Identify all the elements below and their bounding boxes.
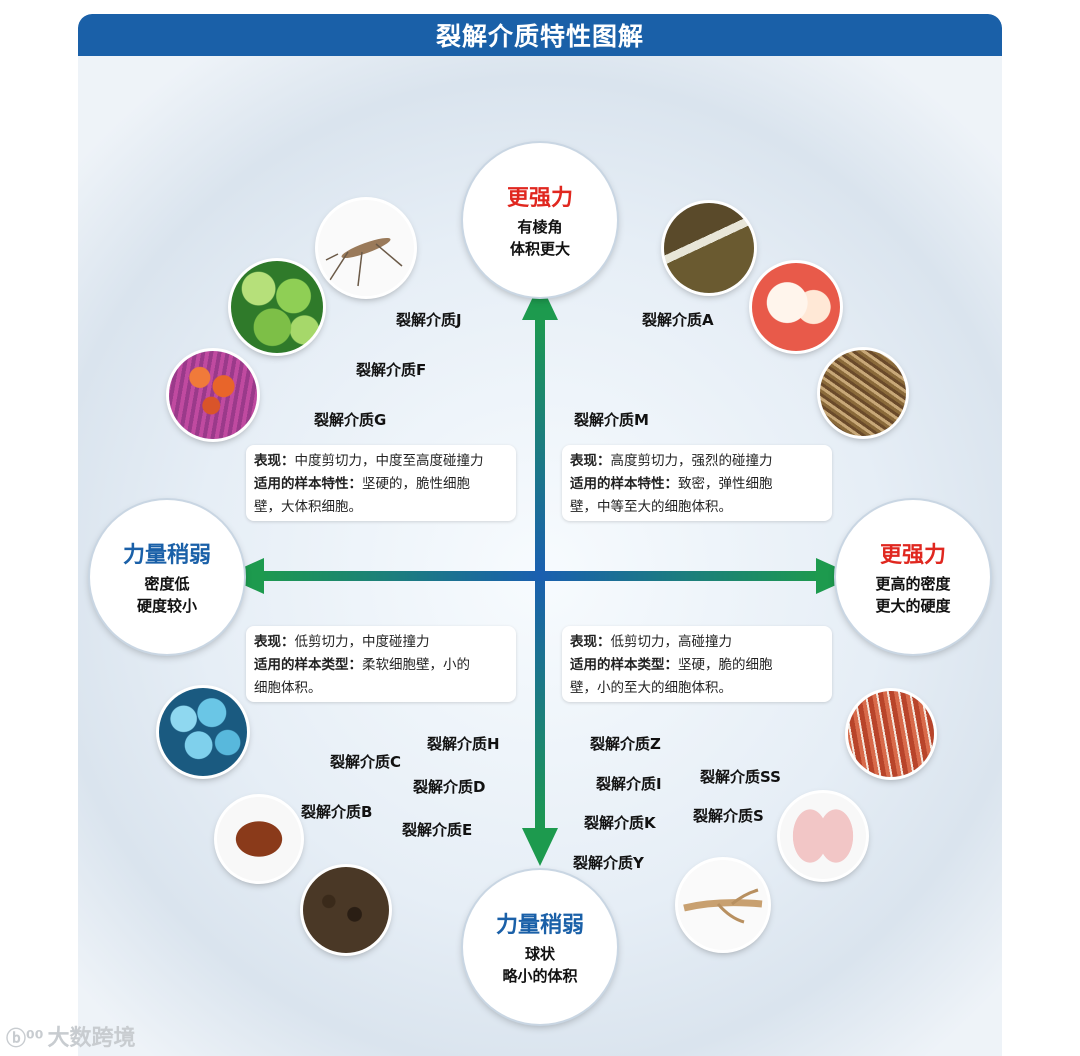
circle-top: 更强力 有棱角 体积更大 [463, 143, 617, 297]
box-bottom-right: 表现：低剪切力，高碰撞力 适用的样本类型：坚硬，脆的细胞 壁，小的至大的细胞体积… [562, 626, 832, 702]
box-value: 细胞体积。 [254, 677, 508, 700]
box-value: 低剪切力，高碰撞力 [611, 634, 733, 650]
label-medium-k: 裂解介质K [584, 812, 656, 833]
label-medium-j: 裂解介质J [396, 309, 462, 330]
box-key: 适用的样本类型： [254, 657, 362, 673]
box-key: 表现： [570, 453, 611, 469]
muscle-image [848, 691, 934, 777]
box-value: 柔软细胞壁，小的 [362, 657, 470, 673]
left-line1: 密度低 [144, 573, 189, 595]
label-medium-y: 裂解介质Y [573, 852, 644, 873]
lung-image [780, 793, 866, 879]
box-top-left: 表现：中度剪切力，中度至高度碰撞力 适用的样本特性：坚硬的，脆性细胞 壁，大体积… [246, 445, 516, 521]
label-medium-a: 裂解介质A [642, 309, 714, 330]
label-medium-b: 裂解介质B [301, 801, 372, 822]
left-heading: 力量稍弱 [123, 537, 211, 569]
label-medium-s: 裂解介质S [693, 805, 764, 826]
horizontal-axis [258, 571, 822, 581]
right-line2: 更大的硬度 [875, 595, 950, 617]
circle-left: 力量稍弱 密度低 硬度较小 [90, 500, 244, 654]
bottom-line2: 略小的体积 [502, 965, 577, 987]
box-key: 表现： [254, 634, 295, 650]
label-medium-f: 裂解介质F [356, 359, 426, 380]
label-medium-m: 裂解介质M [574, 409, 649, 430]
box-value: 坚硬的，脆性细胞 [362, 476, 470, 492]
mosquito-image [318, 200, 414, 296]
box-value: 中度剪切力，中度至高度碰撞力 [295, 453, 484, 469]
box-key: 适用的样本特性： [254, 476, 362, 492]
green-spores-image [231, 261, 323, 353]
left-line2: 硬度较小 [137, 595, 197, 617]
right-line1: 更高的密度 [875, 573, 950, 595]
box-key: 表现： [254, 453, 295, 469]
label-medium-h: 裂解介质H [427, 733, 500, 754]
watermark-text: 大数跨境 [48, 1026, 136, 1051]
teeth-image [752, 263, 840, 351]
box-bottom-left: 表现：低剪切力，中度碰撞力 适用的样本类型：柔软细胞壁，小的 细胞体积。 [246, 626, 516, 702]
bottom-line1: 球状 [525, 943, 555, 965]
label-medium-ss: 裂解介质SS [700, 766, 781, 787]
label-medium-c: 裂解介质C [330, 751, 401, 772]
root-image [678, 860, 768, 950]
seed-tray-image [664, 203, 754, 293]
soil-image [303, 867, 389, 953]
box-value: 高度剪切力，强烈的碰撞力 [611, 453, 773, 469]
box-value: 坚硬，脆的细胞 [678, 657, 773, 673]
label-medium-g: 裂解介质G [314, 409, 386, 430]
box-value: 壁，中等至大的细胞体积。 [570, 496, 824, 519]
top-line2: 体积更大 [510, 238, 570, 260]
circle-bottom: 力量稍弱 球状 略小的体积 [463, 870, 617, 1024]
red-fungus-image [169, 351, 257, 439]
arrow-down [522, 828, 558, 866]
box-key: 表现： [570, 634, 611, 650]
box-value: 致密，弹性细胞 [678, 476, 773, 492]
box-value: 低剪切力，中度碰撞力 [295, 634, 430, 650]
box-key: 适用的样本特性： [570, 476, 678, 492]
label-medium-e: 裂解介质E [402, 819, 472, 840]
box-top-right: 表现：高度剪切力，强烈的碰撞力 适用的样本特性：致密，弹性细胞 壁，中等至大的细… [562, 445, 832, 521]
top-line1: 有棱角 [517, 216, 562, 238]
diagram-panel: 裂解介质特性图解 更强力 有棱角 体积更大 力量稍弱 球状 略小的体积 力量稍弱… [78, 14, 1002, 1056]
circle-right: 更强力 更高的密度 更大的硬度 [836, 500, 990, 654]
label-medium-i: 裂解介质I [596, 773, 662, 794]
label-medium-z: 裂解介质Z [590, 733, 661, 754]
kidney-image [217, 797, 301, 881]
dried-grain-image [820, 350, 906, 436]
blue-yeast-image [159, 688, 247, 776]
top-heading: 更强力 [507, 180, 573, 212]
label-medium-d: 裂解介质D [413, 776, 485, 797]
box-value: 壁，小的至大的细胞体积。 [570, 677, 824, 700]
box-key: 适用的样本类型： [570, 657, 678, 673]
box-value: 壁，大体积细胞。 [254, 496, 508, 519]
bottom-heading: 力量稍弱 [496, 907, 584, 939]
right-heading: 更强力 [880, 537, 946, 569]
watermark-logo-icon: ⓑ⁰⁰ [6, 1026, 44, 1050]
